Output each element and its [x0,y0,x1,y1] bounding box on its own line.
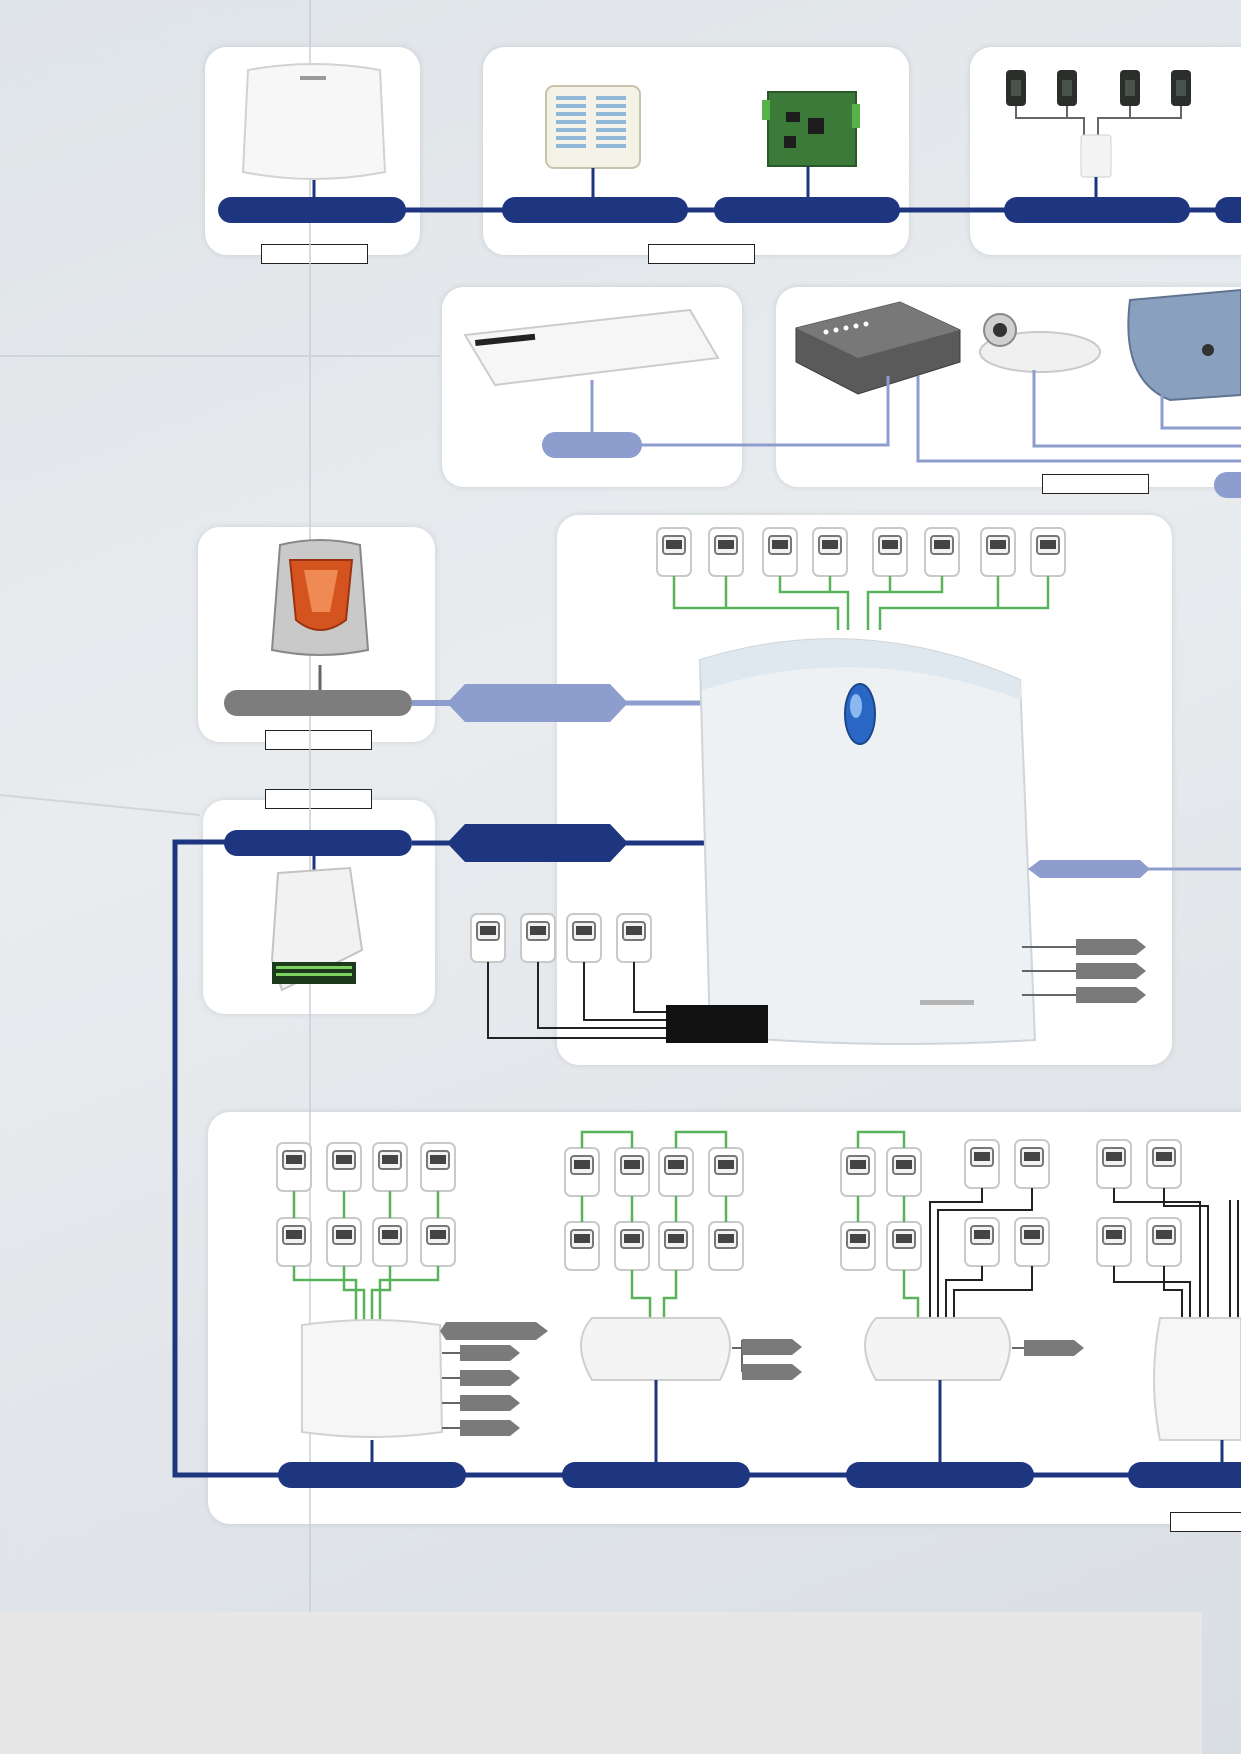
relay-expansion-board [762,91,860,198]
main-control-panel [698,638,1037,1045]
keypad-module [241,63,387,180]
wired-pir-sensors [470,913,768,1043]
led-display-module [545,85,641,198]
door-contact-hub [1006,70,1191,198]
dome-camera [1127,288,1241,402]
caption-box [265,730,372,750]
zone-expander-group-3 [840,1130,1084,1488]
main-panel-pir-sensors [656,527,1066,630]
caption-box [265,789,372,809]
caption-box [648,244,755,264]
zone-expander-group-1 [276,1142,548,1488]
zone-expander-group-4 [1096,1139,1241,1488]
caption-box [1042,474,1149,494]
gsm-communicator [270,866,364,992]
panel-network-link [1028,860,1241,878]
caption-box [261,244,368,264]
video-network-lines [642,370,1241,463]
top-bus [218,180,1241,223]
outdoor-siren [224,539,412,716]
zone-expander-group-2 [562,1130,802,1488]
bottom-info-area [0,1612,1202,1754]
main-panel-outputs [1022,939,1146,1003]
bullet-camera [979,313,1101,373]
siren-bus-connector [447,684,628,722]
video-bus-connector [1214,472,1241,498]
caption-box [1170,1512,1241,1532]
network-switch [463,308,720,458]
dvr-box [795,301,961,395]
